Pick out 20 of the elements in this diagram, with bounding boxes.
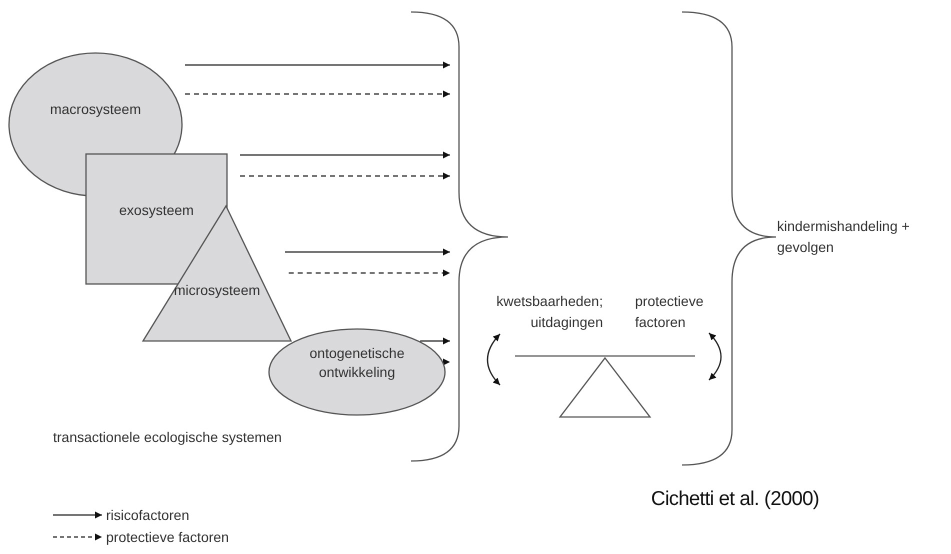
- arrow: [185, 90, 450, 98]
- arrow: [288, 270, 450, 276]
- node-label: macrosysteem: [48, 101, 142, 117]
- arrow: [185, 62, 450, 68]
- legend-label: risicofactoren: [106, 506, 190, 525]
- legend-label: protectieve factoren: [106, 528, 229, 547]
- node-label: microsysteem: [172, 282, 262, 298]
- arrow: [240, 172, 450, 180]
- citation: Cichetti et al. (2000): [651, 487, 819, 512]
- text-label: kindermishandeling + gevolgen: [777, 217, 911, 257]
- text-label: transactionele ecologische systemen: [53, 428, 282, 447]
- node-label: ontogenetische ontwikkeling: [308, 344, 406, 382]
- arrow: [240, 152, 450, 158]
- arrow: [443, 358, 450, 366]
- ellipse-shape: [268, 328, 446, 416]
- text-label: protectieve factoren: [635, 292, 704, 332]
- arrow: [420, 338, 450, 344]
- arrow: [285, 248, 450, 256]
- text-label: kwetsbaarheden; uitdagingen: [495, 292, 603, 332]
- node-label: exosysteem: [118, 202, 195, 218]
